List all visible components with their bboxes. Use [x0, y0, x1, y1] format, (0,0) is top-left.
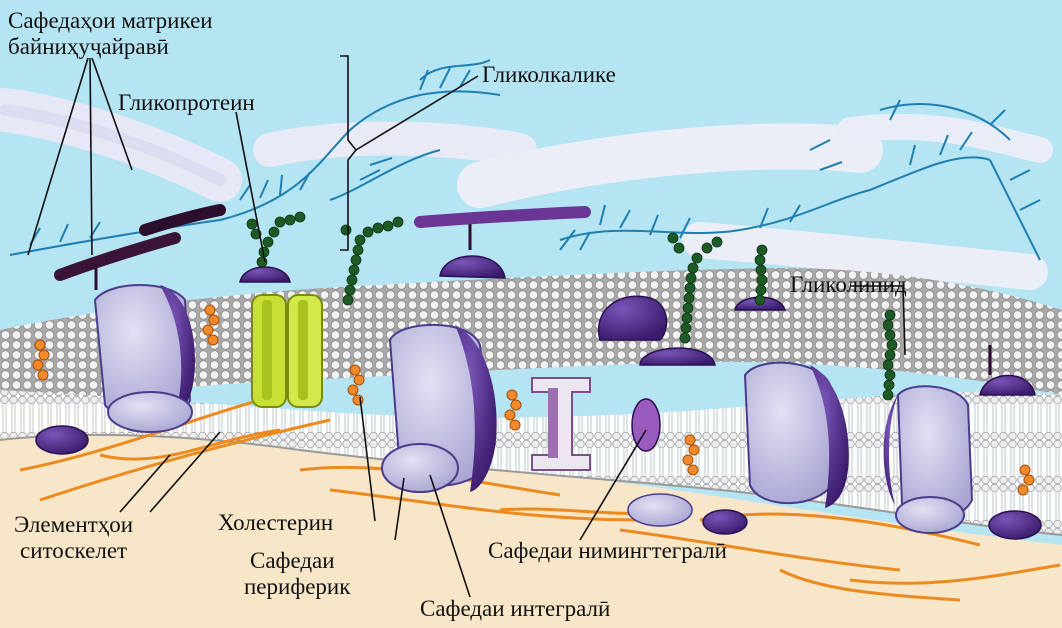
label-glycoprotein: Гликопротеин: [118, 90, 255, 116]
label-peripheral-line2: периферик: [244, 574, 350, 600]
label-glycocalyx: Гликолкалике: [482, 62, 616, 88]
label-cholesterol: Холестерин: [218, 510, 333, 536]
label-cytoskeleton-line2: ситоскелет: [20, 538, 127, 564]
label-integral-protein: Сафедаи интегралӣ: [420, 596, 610, 622]
label-peripheral-line1: Сафедаи: [250, 548, 335, 574]
label-cytoskeleton-line1: Элементҳои: [14, 512, 133, 538]
label-ecm-proteins-line2: байниҳуҷайравӣ: [8, 34, 169, 60]
channel-protein: [252, 295, 322, 407]
label-ecm-proteins-line1: Сафедаҳои матрикеи: [8, 8, 213, 34]
label-nonintegral-protein: Сафедаи нимингтегралӣ: [488, 538, 727, 564]
label-glycolipid: Гликолипид: [790, 272, 907, 298]
